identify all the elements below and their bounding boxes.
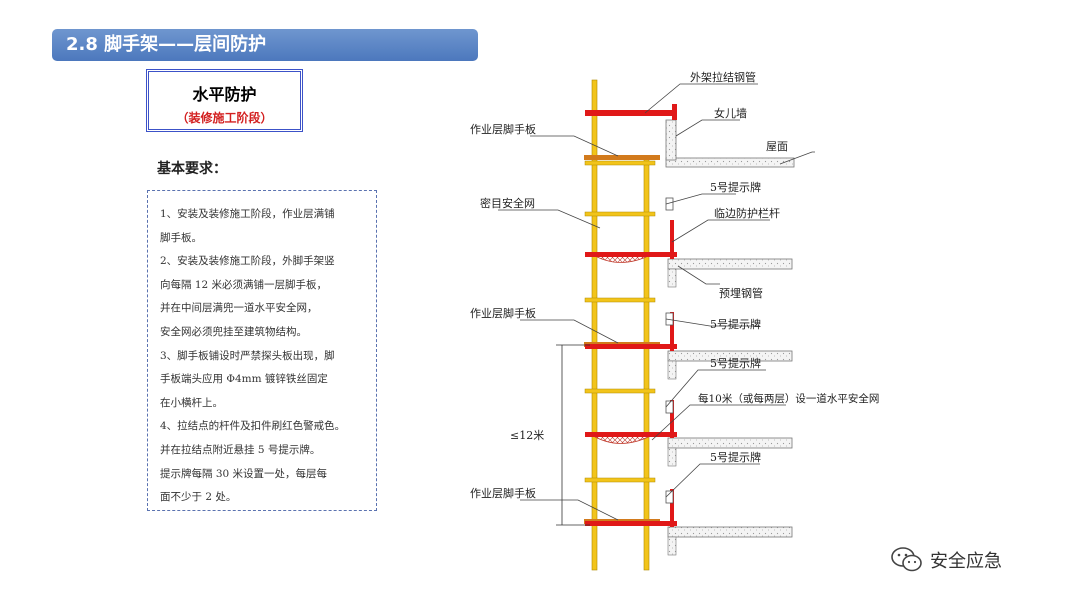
scaffold-pole-outer — [591, 79, 598, 571]
horizontal-protection-box: 水平防护 （装修施工阶段） — [146, 69, 303, 132]
tie-pipes — [585, 104, 677, 526]
req-line: 手板端头应用 Φ4mm 镀锌铁丝固定 — [160, 373, 328, 386]
parapet-wall — [665, 119, 677, 161]
floor-edge — [667, 536, 677, 556]
requirements-title: 基本要求： — [157, 161, 227, 177]
req-line: 脚手板。 — [160, 231, 202, 244]
req-line: 2、安装及装修施工阶段，外脚手架竖 — [160, 255, 335, 268]
watermark: 安全应急 — [890, 546, 1002, 574]
floor-slab — [667, 350, 793, 362]
scaffold-diagram: 外架拉结钢管 女儿墙 屋面 作业层脚手板 5号提示牌 密目安全网 临边防护栏杆 … — [470, 70, 879, 571]
req-line: 安全网必须兜挂至建筑物结构。 — [160, 325, 307, 338]
req-line: 提示牌每隔 30 米设置一处，每层每 — [160, 467, 328, 480]
label-safety-net: 密目安全网 — [480, 196, 535, 210]
floor-slab — [667, 258, 793, 270]
label-work-board-3: 作业层脚手板 — [470, 486, 536, 500]
section-header: 2.8 脚手架——层间防护 — [52, 29, 478, 61]
edge-railings — [670, 220, 674, 527]
floor-slab — [667, 437, 793, 449]
spacing-dimension — [556, 344, 590, 526]
sign-plates — [665, 197, 674, 504]
box-title: 水平防护 — [192, 85, 257, 104]
label-sign-1: 5号提示牌 — [710, 180, 761, 194]
floor-edge — [667, 268, 677, 288]
wechat-icon — [891, 547, 922, 572]
req-line: 并在中间层满兜一道水平安全网， — [160, 302, 318, 315]
floor-edge — [667, 360, 677, 380]
leader-lines — [498, 83, 815, 521]
label-sign-2: 5号提示牌 — [710, 317, 761, 331]
floor-slab — [667, 526, 793, 538]
req-line: 4、拉结点的杆件及扣件刷红色警戒色。 — [160, 420, 346, 433]
label-sign-3: 5号提示牌 — [710, 356, 761, 370]
work-board — [584, 155, 660, 160]
req-line: 3、脚手板铺设时严禁探头板出现，脚 — [160, 349, 335, 362]
label-work-board-2: 作业层脚手板 — [470, 306, 536, 320]
label-net-rule: 每10米（或每两层）设一道水平安全网 — [698, 392, 879, 405]
req-line: 在小横杆上。 — [160, 396, 223, 409]
label-embedded-pipe: 预埋钢管 — [719, 286, 763, 300]
roof-slab — [665, 157, 795, 168]
req-line: 1、安装及装修施工阶段，作业层满铺 — [160, 208, 335, 220]
label-roof: 屋面 — [766, 140, 788, 153]
label-edge-rail: 临边防护栏杆 — [714, 206, 780, 220]
floor-edge — [667, 447, 677, 467]
scaffold-ledgers — [584, 160, 656, 483]
label-tie-pipe: 外架拉结钢管 — [690, 70, 756, 84]
scaffold-pole-inner — [643, 157, 650, 571]
label-work-board-1: 作业层脚手板 — [470, 122, 536, 136]
label-sign-4: 5号提示牌 — [710, 450, 761, 464]
watermark-text: 安全应急 — [930, 551, 1002, 572]
box-subtitle: （装修施工阶段） — [176, 111, 273, 125]
req-line: 面不少于 2 处。 — [160, 491, 237, 504]
requirements-box: 1、安装及装修施工阶段，作业层满铺 脚手板。 2、安装及装修施工阶段，外脚手架竖… — [147, 190, 377, 511]
req-line: 并在拉结点附近悬挂 5 号提示牌。 — [160, 443, 321, 456]
req-line: 向每隔 12 米必须满铺一层脚手板， — [160, 278, 328, 291]
label-spacing: ≤12米 — [510, 429, 544, 442]
label-parapet: 女儿墙 — [714, 106, 747, 120]
